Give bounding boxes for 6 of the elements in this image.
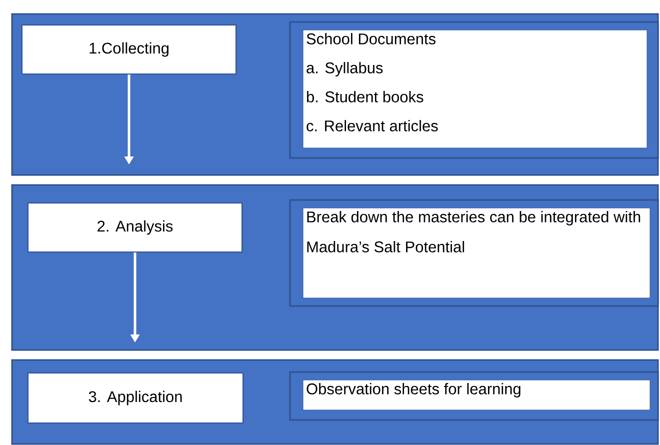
step-box: 1.Collecting bbox=[22, 24, 236, 74]
text-box: Break down the masteries can be integrated with Madura’s Salt Potential bbox=[302, 208, 650, 298]
step-box: 2. Analysis bbox=[28, 202, 242, 252]
text-box: School Documents a. Syllabus b. Student books c. Relevant articles bbox=[302, 30, 648, 148]
step-box: 3. Application bbox=[28, 372, 244, 424]
text-box: Observation sheets for learning bbox=[302, 380, 650, 410]
